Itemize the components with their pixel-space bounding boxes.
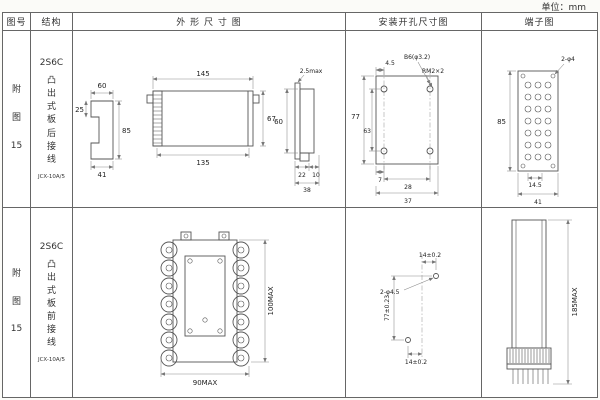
dim-panel-b1: 22 [298, 172, 306, 179]
fig-no-text: 附 图 15 [10, 268, 23, 335]
dim-height-185max: 185MAX [571, 287, 579, 316]
front-mount-holes: 14±0.2 14±0.2 77±0.23 2-φ4.5 [380, 252, 441, 366]
dim-terminal-41: 41 [534, 199, 542, 206]
structure-cell-row2: 2S6C 凸出式板前接线 JCX-10A/5 [31, 208, 73, 397]
dim-mount-4-5: 4.5 [385, 60, 395, 67]
dim-side-left: 25 [75, 106, 84, 114]
dim-mount-63: 63 [363, 128, 371, 135]
outline-cell-row1: 60 25 85 41 [73, 31, 346, 208]
mount-cell-row1: 4.5 B6(φ3.2) RM2×2 77 63 7 [346, 31, 482, 208]
label-stud-size: B6(φ3.2) [404, 54, 430, 61]
dim-outline-90max: 90MAX [193, 379, 218, 387]
dim-front-mount-top: 14±0.2 [419, 252, 441, 259]
dim-panel-thickness: 2.5max [300, 68, 323, 75]
outline-cell-row2: 100MAX 90MAX [73, 208, 346, 397]
structure-cell-row1: 2S6C 凸出式板后接线 JCX-10A/5 [31, 31, 73, 208]
mount-hole-drawing-front: 14±0.2 14±0.2 77±0.23 2-φ4.5 [380, 252, 441, 366]
terminal-cell-row1: 2-φ4 85 14.5 41 [482, 31, 597, 208]
col-header-outline: 外 形 尺 寸 图 [73, 13, 346, 31]
fig-no-row1: 附 图 15 [3, 31, 31, 208]
front-wiring-front-view: 100MAX 90MAX [160, 231, 275, 387]
outline-drawing-front-wiring: 100MAX 90MAX [160, 231, 275, 387]
dim-side-right: 85 [122, 127, 131, 135]
col-header-structure: 结构 [31, 13, 73, 31]
dim-front-mount-77: 77±0.23 [384, 295, 391, 321]
dim-terminal-holes: 2-φ4 [561, 56, 575, 63]
dim-mount-77: 77 [351, 113, 360, 121]
relay-side-elevation: 185MAX [506, 219, 579, 385]
dimension-table: 图号 结构 外 形 尺 寸 图 安装开孔尺寸图 端子图 附 图 15 2S6C … [2, 12, 598, 398]
dim-front-width: 145 [196, 70, 209, 78]
model-number-row1: JCX-10A/5 [37, 173, 66, 180]
relay-front-view: 145 67 135 [146, 70, 276, 167]
panel-cutout: 4.5 B6(φ3.2) RM2×2 77 63 7 [351, 54, 444, 205]
dim-side-top: 60 [98, 82, 107, 90]
label-thread: RM2×2 [422, 68, 444, 75]
structure-text-row1: 凸出式板后接线 [46, 76, 56, 165]
fig-no-row2: 附 图 15 [3, 208, 31, 397]
dim-panel-depth: 60 [274, 118, 283, 126]
terminal-board: 2-φ4 85 14.5 41 [497, 56, 575, 206]
dim-terminal-14-5: 14.5 [528, 182, 542, 189]
model-type-row1: 2S6C [39, 58, 64, 69]
col-header-mount: 安装开孔尺寸图 [346, 13, 482, 31]
dim-mount-28: 28 [404, 184, 412, 191]
dim-panel-b2: 10 [312, 172, 320, 179]
mount-cell-row2: 14±0.2 14±0.2 77±0.23 2-φ4.5 [346, 208, 482, 397]
dim-front-height: 67 [267, 115, 276, 123]
dim-panel-b3: 38 [303, 187, 311, 194]
outline-drawing-rear-wiring: 60 25 85 41 [75, 68, 323, 194]
fig-no-text: 附 图 15 [10, 85, 23, 151]
col-header-terminal: 端子图 [482, 13, 597, 31]
terminal-diagram-rear: 2-φ4 85 14.5 41 [497, 56, 575, 206]
structure-text-row2: 凸出式板前接线 [46, 259, 56, 349]
model-type-row2: 2S6C [39, 241, 64, 252]
dim-front-base: 135 [196, 159, 209, 167]
dim-outline-100max: 100MAX [267, 286, 275, 315]
dim-mount-7: 7 [378, 177, 382, 184]
dim-front-mount-bottom: 14±0.2 [405, 359, 427, 366]
dim-terminal-85: 85 [497, 118, 506, 126]
relay-side-profile: 60 25 85 41 [75, 82, 131, 179]
terminal-cell-row2: 185MAX [482, 208, 597, 397]
dim-side-bottom: 41 [98, 171, 107, 179]
model-number-row2: JCX-10A/5 [37, 357, 66, 364]
label-front-mount-holes: 2-φ4.5 [380, 289, 400, 296]
relay-side-elevation-drawing: 185MAX [506, 219, 579, 385]
mount-hole-drawing-rear: 4.5 B6(φ3.2) RM2×2 77 63 7 [351, 54, 444, 205]
col-header-fig-no: 图号 [3, 13, 31, 31]
dim-mount-37: 37 [404, 198, 412, 205]
panel-plate-side-view: 2.5max 60 22 10 38 [274, 68, 323, 194]
